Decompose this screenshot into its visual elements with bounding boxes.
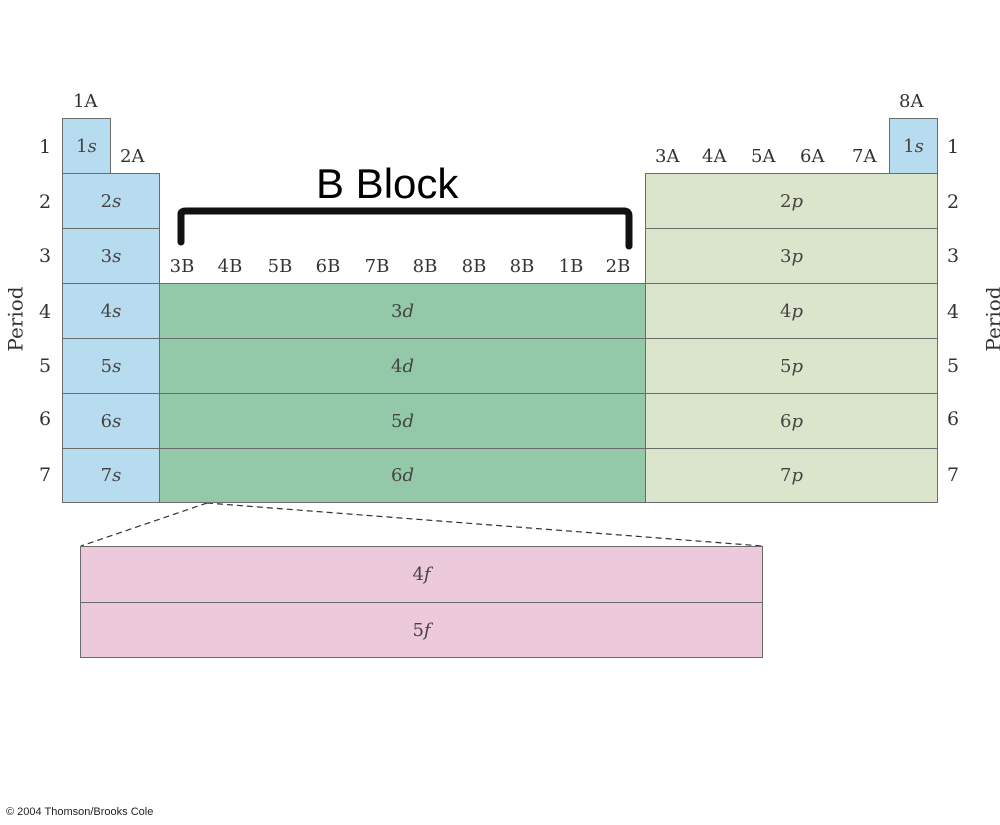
period-number-left-3: 3 (38, 245, 52, 267)
period-number-left-4: 4 (38, 301, 52, 323)
period-number-right-2: 2 (946, 191, 960, 213)
group-label-5a: 5A (751, 146, 776, 167)
period-number-left-2: 2 (38, 191, 52, 213)
group-label-8b-1: 8B (412, 256, 438, 277)
group-label-3a: 3A (655, 146, 680, 167)
group-label-2a: 2A (120, 146, 145, 167)
period-number-left-1: 1 (38, 136, 52, 158)
f-block-connector-right (206, 502, 763, 547)
group-label-7b: 7B (364, 256, 390, 277)
group-label-4a: 4A (702, 146, 727, 167)
group-label-4b: 4B (217, 256, 243, 277)
group-label-6a: 6A (800, 146, 825, 167)
period-number-right-3: 3 (946, 245, 960, 267)
period-number-left-7: 7 (38, 464, 52, 486)
group-label-1a: 1A (73, 91, 98, 112)
group-label-3b: 3B (169, 256, 195, 277)
b-block-bracket (177, 207, 633, 250)
period-number-right-4: 4 (946, 301, 960, 323)
b-block-title: B Block (316, 160, 459, 207)
period-axis-label-right: Period (981, 286, 1000, 352)
group-label-2b: 2B (605, 256, 631, 277)
group-label-1b: 1B (558, 256, 584, 277)
period-axis-label-left: Period (3, 286, 28, 352)
group-label-8a: 8A (899, 91, 924, 112)
group-label-8b-3: 8B (509, 256, 535, 277)
group-label-6b: 6B (315, 256, 341, 277)
copyright-notice: © 2004 Thomson/Brooks Cole (6, 806, 154, 818)
group-label-5b: 5B (267, 256, 293, 277)
period-number-right-1: 1 (946, 136, 960, 158)
group-label-8b-2: 8B (461, 256, 487, 277)
period-number-left-5: 5 (38, 355, 52, 377)
period-number-right-7: 7 (946, 464, 960, 486)
f-block-connector-left (80, 502, 208, 547)
group-label-7a: 7A (852, 146, 877, 167)
period-number-left-6: 6 (38, 408, 52, 430)
period-number-right-6: 6 (946, 408, 960, 430)
period-number-right-5: 5 (946, 355, 960, 377)
